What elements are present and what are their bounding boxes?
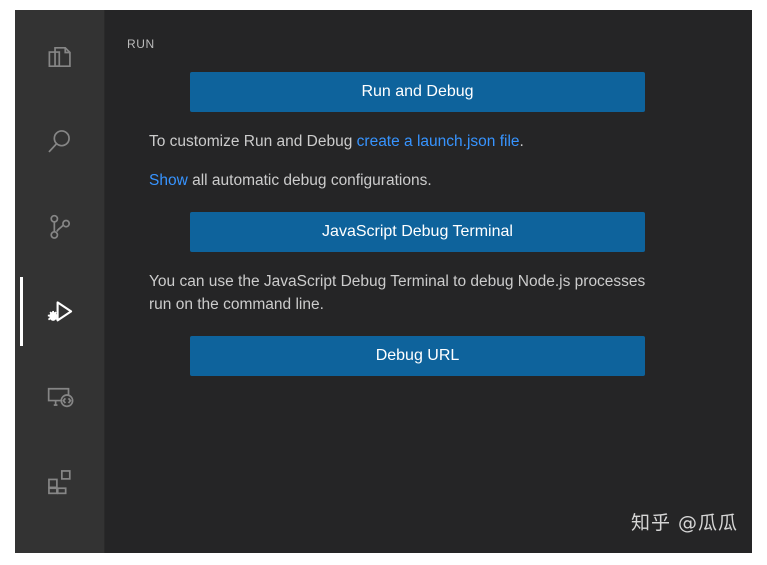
vscode-window: RUN Run and Debug To customize Run and D…: [15, 10, 752, 553]
javascript-debug-terminal-button[interactable]: JavaScript Debug Terminal: [190, 212, 645, 252]
sidebar-item-run-and-debug[interactable]: [15, 269, 104, 354]
run-debug-icon: [42, 294, 78, 330]
customize-text: To customize Run and Debug create a laun…: [127, 130, 669, 153]
watermark: 知乎 @瓜瓜: [630, 512, 738, 534]
customize-suffix: .: [519, 133, 524, 150]
run-and-debug-button[interactable]: Run and Debug: [190, 72, 645, 112]
sidebar-item-remote-explorer[interactable]: [15, 354, 104, 439]
panel-body: Run and Debug To customize Run and Debug…: [105, 72, 752, 376]
show-configs-rest: all automatic debug configurations.: [187, 172, 432, 189]
remote-explorer-icon: [43, 380, 77, 414]
extensions-icon: [43, 465, 77, 499]
customize-prefix: To customize Run and Debug: [149, 133, 357, 150]
show-configs-text: Show all automatic debug configurations.: [127, 169, 669, 192]
sidebar-item-explorer[interactable]: [15, 14, 104, 99]
sidebar-item-search[interactable]: [15, 99, 104, 184]
panel-title: RUN: [127, 37, 155, 51]
activity-bar: [15, 10, 105, 553]
terminal-description: You can use the JavaScript Debug Termina…: [149, 273, 646, 313]
search-icon: [43, 125, 77, 159]
show-configurations-link[interactable]: Show: [149, 172, 188, 189]
sidebar-item-extensions[interactable]: [15, 439, 104, 524]
files-icon: [43, 40, 77, 74]
run-and-debug-panel: RUN Run and Debug To customize Run and D…: [105, 10, 752, 553]
sidebar-item-source-control[interactable]: [15, 184, 104, 269]
debug-url-button[interactable]: Debug URL: [190, 336, 645, 376]
source-control-icon: [43, 210, 77, 244]
create-launch-json-link[interactable]: create a launch.json file: [356, 133, 520, 150]
